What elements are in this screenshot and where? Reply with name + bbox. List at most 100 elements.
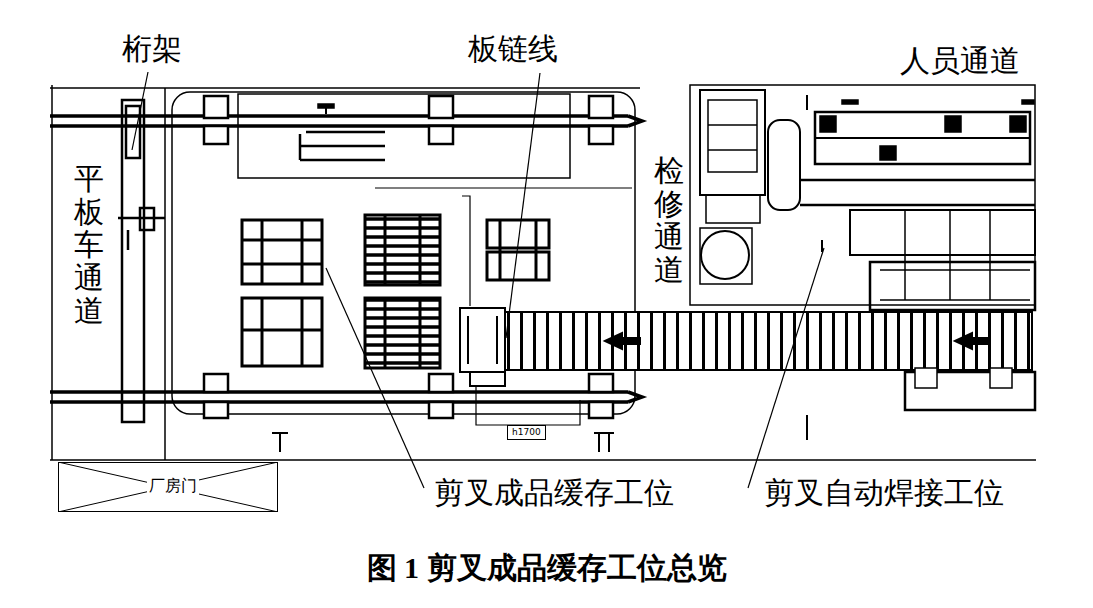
truss xyxy=(118,100,165,422)
floor-mark xyxy=(272,433,614,452)
product-rack xyxy=(365,215,440,285)
chain-conveyor xyxy=(955,333,972,349)
truss xyxy=(127,230,130,250)
welding-cell xyxy=(1010,116,1026,132)
welding-cell xyxy=(708,100,757,172)
welding-cell xyxy=(708,149,757,151)
upper-enclosure xyxy=(306,131,385,134)
part-label: 桁架 xyxy=(120,32,184,67)
upper-enclosure xyxy=(299,134,302,160)
welding-cell xyxy=(690,85,1035,440)
chain-conveyor xyxy=(605,333,622,349)
welding-cell xyxy=(842,100,858,104)
area-label: 检修通道 xyxy=(654,152,684,288)
welding-cell xyxy=(700,90,765,195)
guide-line xyxy=(462,196,470,306)
chain-conveyor xyxy=(972,338,990,344)
product-rack xyxy=(499,220,502,280)
chain-conveyor xyxy=(460,308,1032,386)
welding-cell xyxy=(870,262,1035,310)
gantry-rail xyxy=(50,400,628,404)
welding-cell xyxy=(880,269,1030,271)
product-rack xyxy=(419,215,422,285)
area-label: 人员通道 xyxy=(898,44,1022,79)
truss xyxy=(122,100,144,422)
welding-cell xyxy=(700,228,752,284)
building-frame xyxy=(50,85,1036,460)
welding-cell xyxy=(880,299,1030,301)
welding-cell xyxy=(915,368,937,388)
rail-support xyxy=(204,402,228,418)
area-label: 平板车通道 xyxy=(74,160,104,329)
rail-support xyxy=(589,374,613,392)
upper-enclosure xyxy=(318,104,334,108)
product-rack xyxy=(384,298,387,368)
welding-cell xyxy=(701,231,749,279)
product-rack xyxy=(301,220,304,284)
product-rack xyxy=(261,298,264,366)
product-rack xyxy=(242,239,322,242)
building-frame xyxy=(164,88,166,460)
guide-line xyxy=(375,187,632,188)
rail-support xyxy=(429,96,453,118)
upper-enclosure xyxy=(238,94,570,178)
rail-support xyxy=(204,374,228,392)
node-text: 厂房门 xyxy=(147,476,199,495)
node-text: h1700 xyxy=(510,427,543,438)
leader-line xyxy=(326,268,424,488)
rail-support xyxy=(589,126,613,144)
rail-support xyxy=(204,96,228,118)
guide-line xyxy=(375,188,632,425)
station-label: 剪叉自动焊接工位 xyxy=(762,476,1006,511)
floor-mark xyxy=(598,433,600,452)
welding-cell xyxy=(850,210,1035,255)
part-label: 板链线 xyxy=(466,32,560,67)
gantry-rail xyxy=(628,116,642,126)
rail-support xyxy=(429,126,453,144)
leader-line xyxy=(132,72,148,150)
rail-support xyxy=(429,402,453,418)
chain-conveyor xyxy=(622,338,640,344)
chain-conveyor xyxy=(470,372,505,386)
leader-line xyxy=(132,72,824,488)
welding-cell xyxy=(949,210,951,300)
station-label: 剪叉成品缓存工位 xyxy=(432,476,676,511)
product-rack xyxy=(242,298,322,366)
upper-enclosure xyxy=(300,159,385,162)
gantry-rail xyxy=(50,114,628,118)
rail-support xyxy=(204,126,228,144)
truss xyxy=(118,217,165,220)
door-cross xyxy=(58,462,278,512)
welding-cell xyxy=(815,137,1030,139)
welding-cell xyxy=(806,95,808,110)
leader-line xyxy=(506,73,540,338)
welding-cell xyxy=(904,210,906,300)
product-rack xyxy=(384,215,387,285)
upper-enclosure xyxy=(325,108,327,114)
product-rack xyxy=(301,298,304,366)
upper-enclosure xyxy=(238,94,570,178)
building-frame xyxy=(50,87,640,89)
welding-cell xyxy=(815,112,1030,164)
welding-cell xyxy=(945,116,961,132)
floor-mark xyxy=(608,433,610,452)
building-frame xyxy=(50,459,1036,461)
welding-cell xyxy=(990,368,1012,388)
welding-cell xyxy=(706,195,760,223)
welding-cell xyxy=(880,146,896,160)
upper-enclosure xyxy=(300,145,385,148)
product-rack xyxy=(365,298,440,368)
product-rack xyxy=(261,220,264,284)
rail-support xyxy=(589,402,613,418)
gantry-rail xyxy=(628,392,642,402)
leader-line xyxy=(748,248,824,488)
chain-conveyor xyxy=(460,308,505,372)
gantry-rail xyxy=(50,390,628,394)
product-rack xyxy=(535,220,538,280)
welding-cell xyxy=(800,204,1035,207)
product-rack xyxy=(242,329,322,332)
product-rack xyxy=(419,298,422,368)
door-cross xyxy=(58,462,278,512)
